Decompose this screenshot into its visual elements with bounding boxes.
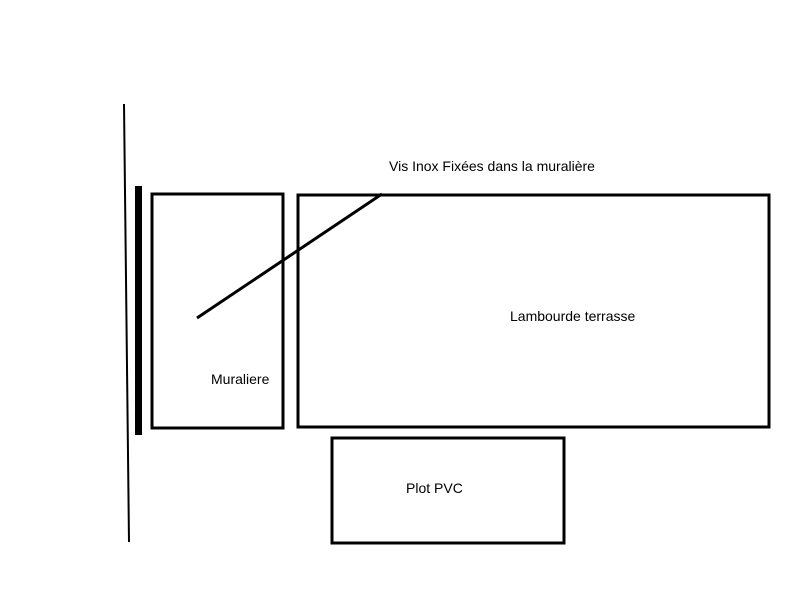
ledger-box [150,192,285,430]
screw-line [196,192,383,320]
pedestal-label: Plot PVC [406,480,463,496]
wall-strip [135,186,142,435]
joist-label: Lambourde terrasse [510,308,636,324]
wall-line [123,103,130,543]
joist-box [296,193,771,429]
pedestal-box [330,436,566,545]
ledger-label: Muraliere [211,371,270,387]
screws-label: Vis Inox Fixées dans la muralière [389,158,595,174]
